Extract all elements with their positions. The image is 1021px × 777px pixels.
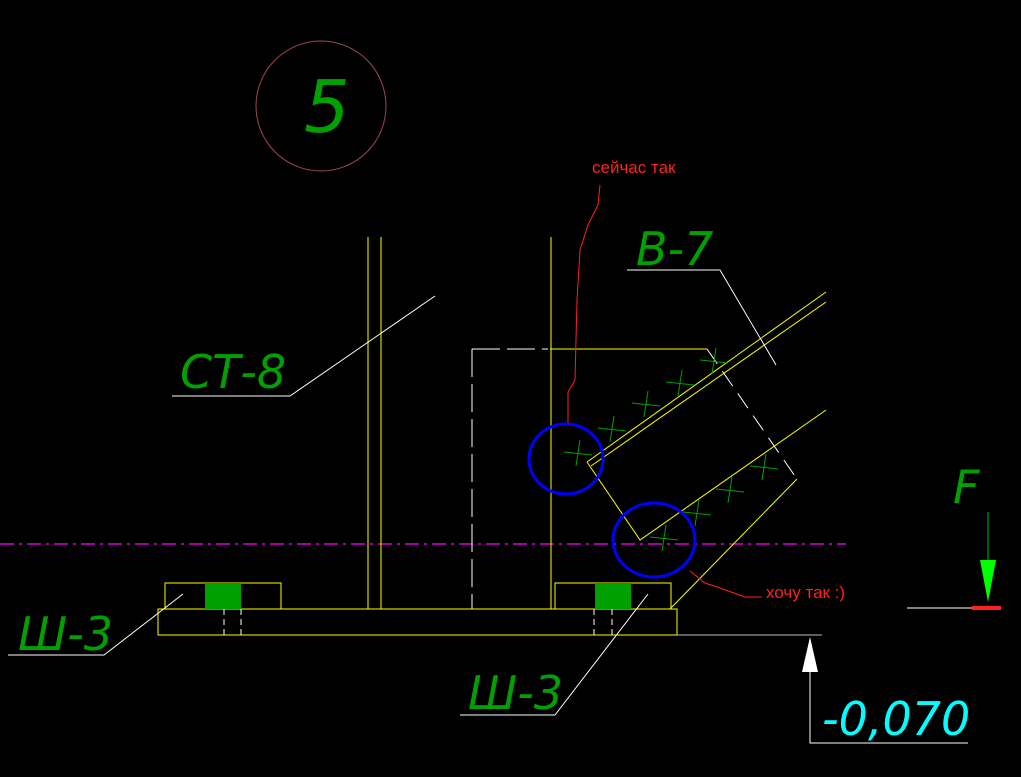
note-current-leader	[567, 184, 601, 423]
node-number: 5	[304, 65, 350, 149]
base-plate	[157, 608, 678, 636]
label-sh3-left: Ш-3	[18, 607, 113, 661]
elevation-leader	[809, 672, 968, 744]
label-ct8: СТ-8	[180, 345, 286, 399]
label-b7: В-7	[636, 222, 713, 276]
pad-left-fill	[205, 583, 241, 609]
column	[367, 237, 552, 609]
elevation-arrow-icon	[802, 637, 818, 672]
force-arrow-icon	[980, 560, 996, 602]
leaders	[8, 269, 777, 716]
node-circle	[255, 40, 387, 172]
pad-right-fill	[595, 583, 631, 609]
label-force: F	[953, 460, 980, 514]
note-wanted-leader	[689, 570, 762, 598]
gusset-plate	[471, 348, 798, 610]
brace-b7	[586, 291, 827, 541]
note-wanted: хочу так :)	[766, 583, 845, 602]
bolt-lines	[223, 609, 613, 635]
label-sh3-right: Ш-3	[468, 666, 563, 720]
elevation-value: -0,070	[822, 692, 970, 746]
highlight-wanted	[611, 501, 697, 579]
highlight-current	[527, 422, 605, 496]
note-current: сейчас так	[592, 158, 676, 177]
weld-marks	[563, 347, 779, 552]
